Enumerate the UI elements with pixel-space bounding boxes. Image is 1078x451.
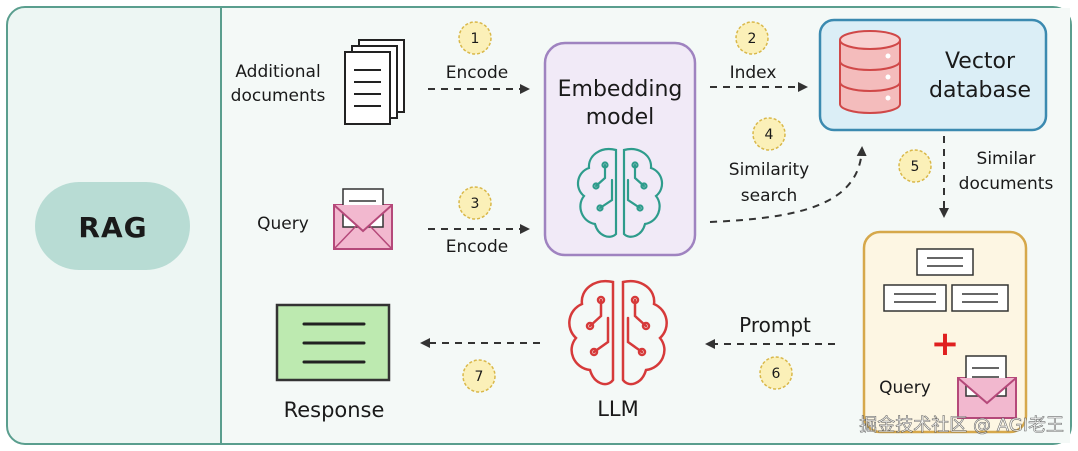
encode-label-bottom: Encode	[446, 237, 509, 257]
step-3-badge: 3	[458, 186, 492, 220]
svg-text:1: 1	[471, 31, 480, 47]
index-label: Index	[730, 63, 777, 83]
rag-pill	[35, 182, 190, 270]
similar-documents-label-line2: documents	[959, 174, 1054, 194]
response-lines-icon	[302, 322, 366, 364]
vector-database-label-line2: database	[929, 78, 1031, 103]
step-7-badge: 7	[462, 359, 496, 393]
query-envelope-icon	[333, 188, 393, 250]
query-label-left: Query	[257, 214, 309, 234]
step-5-badge: 5	[898, 149, 932, 183]
llm-brain-icon	[568, 279, 668, 386]
prompt-label: Prompt	[739, 313, 811, 337]
rag-label: RAG	[78, 211, 147, 244]
response-label: Response	[284, 398, 385, 422]
additional-documents-label-line1: Additional	[235, 62, 320, 82]
svg-text:4: 4	[765, 127, 774, 143]
embedding-model-label-line2: model	[586, 105, 655, 130]
embedding-model-box	[543, 41, 697, 257]
documents-icon	[344, 39, 405, 125]
database-icon	[839, 30, 901, 114]
arrow-similarity-search	[709, 146, 867, 223]
svg-text:5: 5	[911, 159, 920, 175]
similar-documents-label-line1: Similar	[977, 149, 1036, 169]
embedding-brain-icon	[576, 148, 664, 238]
svg-text:2: 2	[748, 31, 757, 47]
llm-label: LLM	[597, 397, 639, 421]
step-4-badge: 4	[752, 117, 786, 151]
vector-database-label-line1: Vector	[945, 49, 1016, 74]
svg-text:7: 7	[475, 369, 484, 385]
svg-text:6: 6	[772, 366, 781, 382]
query-box-label: Query	[879, 378, 931, 398]
watermark: 掘金技术社区 @ AGI老王	[859, 415, 1064, 436]
additional-documents-label-line2: documents	[231, 86, 326, 106]
step-6-badge: 6	[759, 356, 793, 390]
response-box	[275, 303, 391, 382]
svg-text:3: 3	[471, 196, 480, 212]
step-2-badge: 2	[735, 21, 769, 55]
query-box-envelope-icon	[957, 355, 1017, 419]
embedding-model-label-line1: Embedding	[558, 77, 683, 102]
encode-label-top: Encode	[446, 63, 509, 83]
similarity-search-label-line2: search	[741, 186, 797, 206]
similarity-search-label-line1: Similarity	[729, 160, 809, 180]
step-1-badge: 1	[458, 21, 492, 55]
retrieved-docs-icon	[883, 248, 1009, 312]
plus-sign: +	[931, 324, 960, 364]
